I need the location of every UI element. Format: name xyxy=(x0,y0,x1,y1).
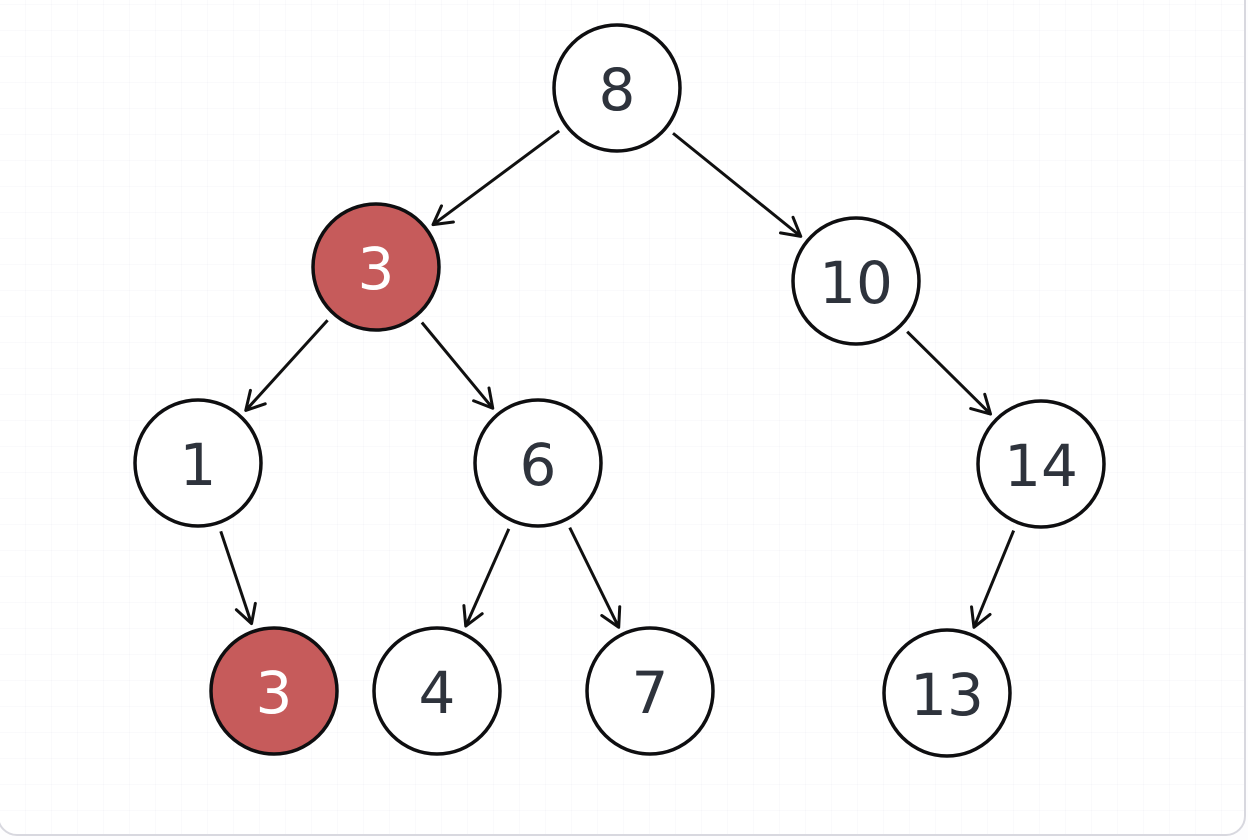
tree-node-circle xyxy=(133,398,263,528)
tree-node-n14: 14 xyxy=(976,399,1106,529)
tree-node-label: 8 xyxy=(599,56,636,124)
tree-node-n1: 1 xyxy=(133,398,263,528)
binary-tree-diagram: 8 3 10 1 6 14 3 4 7 13 xyxy=(133,23,1106,758)
tree-node-circle xyxy=(791,216,921,346)
tree-node-label: 3 xyxy=(256,659,293,727)
tree-node-circle xyxy=(311,202,441,332)
tree-node-n7: 7 xyxy=(585,626,715,756)
tree-edge-n3a-n6 xyxy=(420,321,495,410)
tree-node-circle xyxy=(372,626,502,756)
tree-node-n8: 8 xyxy=(552,23,682,153)
tree-edge-n8-n3a xyxy=(431,129,561,227)
tree-edge-n10-n14 xyxy=(906,330,993,416)
tree-node-circle xyxy=(473,398,603,528)
tree-node-label: 4 xyxy=(419,659,456,727)
tree-node-label: 6 xyxy=(520,431,557,499)
tree-node-circle xyxy=(976,399,1106,529)
tree-node-circle xyxy=(552,23,682,153)
tree-node-n13: 13 xyxy=(882,628,1012,758)
tree-node-label: 3 xyxy=(358,235,395,303)
tree-edge-n8-n10 xyxy=(672,132,803,238)
tree-node-n10: 10 xyxy=(791,216,921,346)
tree-edge-n6-n7 xyxy=(568,526,622,629)
tree-edge-n6-n4 xyxy=(462,528,511,628)
tree-node-circle xyxy=(585,626,715,756)
tree-node-circle xyxy=(209,626,339,756)
tree-edge-n3a-n1 xyxy=(244,319,329,412)
tree-node-n3a: 3 xyxy=(311,202,441,332)
tree-node-n6: 6 xyxy=(473,398,603,528)
tree-node-n4: 4 xyxy=(372,626,502,756)
tree-node-label: 1 xyxy=(180,431,217,499)
tree-edge-n14-n13 xyxy=(970,530,1016,629)
tree-node-label: 13 xyxy=(910,661,984,729)
tree-node-label: 10 xyxy=(819,249,893,317)
tree-node-label: 14 xyxy=(1004,432,1078,500)
tree-node-circle xyxy=(882,628,1012,758)
tree-edge-n1-n3b xyxy=(219,530,257,626)
tree-node-n3b: 3 xyxy=(209,626,339,756)
tree-node-label: 7 xyxy=(632,659,669,727)
